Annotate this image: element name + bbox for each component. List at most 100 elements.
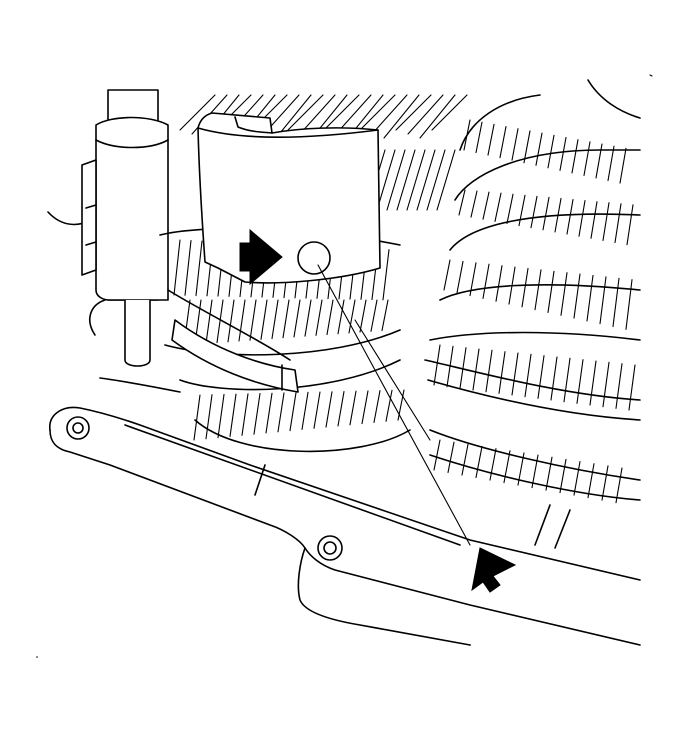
gear-tooth-line: [216, 299, 224, 344]
gear-tooth-line: [419, 94, 456, 139]
gear-tooth-line: [599, 276, 607, 325]
gear-tooth-line: [625, 279, 633, 330]
synchronizer-tool-block: [197, 112, 381, 284]
gear-tooth-line: [299, 94, 336, 135]
arrow-pointer-upper: [239, 228, 283, 286]
gear-tooth-line: [456, 260, 464, 294]
gear-tooth-line: [511, 128, 519, 161]
gear-tooth-line: [503, 450, 511, 484]
gear-tooth-line: [523, 130, 531, 164]
locating-hole: [297, 241, 331, 275]
gear-tooth-line: [249, 299, 257, 341]
gear-tooth-line: [587, 463, 595, 499]
gear-tooth-line: [315, 299, 323, 336]
gear-tooth-line: [563, 357, 571, 403]
gear-tooth-line: [614, 203, 622, 244]
gear-tooth-line: [475, 445, 483, 479]
gear-tooth-line: [431, 94, 468, 131]
gear-tooth-line: [615, 363, 623, 409]
shift-fork: [171, 319, 299, 393]
gear-tooth-line: [494, 192, 502, 222]
gear-tooth-line: [602, 361, 610, 408]
gear-tooth-line: [487, 123, 495, 156]
case-flange: [49, 299, 641, 646]
gear-tooth-line: [337, 390, 345, 427]
gear-tooth-line: [495, 265, 503, 302]
gear-tooth-line: [195, 240, 203, 297]
gear-tooth-line: [602, 202, 610, 241]
gear-tooth-line: [433, 439, 441, 471]
gear-tooth-line: [612, 277, 620, 328]
gear-tooth-line: [447, 441, 455, 474]
gear-tooth-line: [589, 360, 597, 406]
gear-tooth-line: [517, 452, 525, 486]
gear-tooth-line: [615, 467, 623, 504]
gear-tooth-line: [470, 190, 478, 218]
gear-tooth-line: [271, 299, 279, 340]
gear-tooth-line: [545, 456, 553, 491]
gear-tooth-line: [506, 193, 514, 225]
gear-tooth-line: [396, 149, 416, 211]
bolt-hole-center: [317, 535, 343, 561]
gear-tooth-line: [265, 392, 273, 434]
gear-tooth-line: [238, 299, 246, 342]
gear-tooth-line: [537, 355, 545, 399]
gear-tooth-line: [385, 389, 393, 422]
gear-tooth-line: [482, 191, 490, 220]
gear-tooth-line: [531, 454, 539, 489]
gear-tooth-line: [381, 299, 389, 332]
gear-tooth-line: [337, 299, 345, 335]
gear-tooth-line: [619, 147, 627, 184]
arrow-pointer-lower: [471, 547, 517, 593]
gear-tooth-line: [348, 299, 356, 334]
gear-tooth-line: [373, 390, 381, 423]
gear-tooth-line: [416, 149, 436, 211]
gear-tooth-line: [229, 393, 237, 438]
gear-tooth-line: [535, 132, 543, 166]
gear-tooth-line: [383, 94, 420, 139]
gear-tooth-line: [323, 94, 360, 131]
gear-tooth-line: [301, 391, 309, 431]
gear-tooth-line: [571, 139, 579, 174]
gear-tooth-line: [463, 119, 471, 151]
gear-tooth-line: [289, 392, 297, 432]
gear-tooth-line: [443, 259, 451, 291]
bolt-hole-left: [66, 416, 90, 440]
gear-tooth-line: [260, 299, 268, 340]
gear-tooth-line: [173, 239, 181, 296]
speck: [36, 656, 38, 658]
gear-tooth-line: [586, 274, 594, 322]
gear-tooth-line: [359, 299, 367, 333]
gear-tooth-line: [578, 200, 586, 237]
gear-tooth-line: [475, 121, 483, 154]
gear-tooth-line: [559, 136, 567, 171]
gear-tooth-line: [446, 345, 454, 388]
gear-tooth-line: [559, 458, 567, 494]
gear-tooth-line: [287, 94, 324, 131]
gear-tooth-line: [472, 348, 480, 391]
gear-tooth-line: [293, 299, 301, 338]
gear-tooth-line: [406, 149, 426, 211]
gear-tooth-line: [518, 194, 526, 227]
gear-tooth-line: [179, 94, 216, 131]
gear-tooth-line: [461, 443, 469, 476]
gear-tooth-line: [498, 351, 506, 394]
gear-tooth-line: [511, 352, 519, 396]
gear-tooth-line: [583, 141, 591, 177]
gear-tooth-line: [521, 267, 529, 308]
gear-tooth-line: [370, 299, 378, 332]
gear-tooth-line: [573, 273, 581, 319]
gear-tooth-line: [436, 149, 456, 211]
gear-tooth-line: [607, 145, 615, 182]
gear-tooth-line: [534, 269, 542, 311]
gear-tooth-line: [469, 262, 477, 297]
gear-tooth-line: [184, 239, 192, 296]
gear-tooth-line: [382, 249, 390, 301]
gear-tooth-line: [205, 394, 213, 440]
gear-tooth-line: [508, 266, 516, 305]
rear-gear-hatching: [179, 94, 468, 211]
gear-tooth-line: [217, 393, 225, 439]
speck: [469, 644, 471, 646]
gear-tooth-line: [626, 204, 634, 246]
gear-tooth-line: [325, 391, 333, 428]
